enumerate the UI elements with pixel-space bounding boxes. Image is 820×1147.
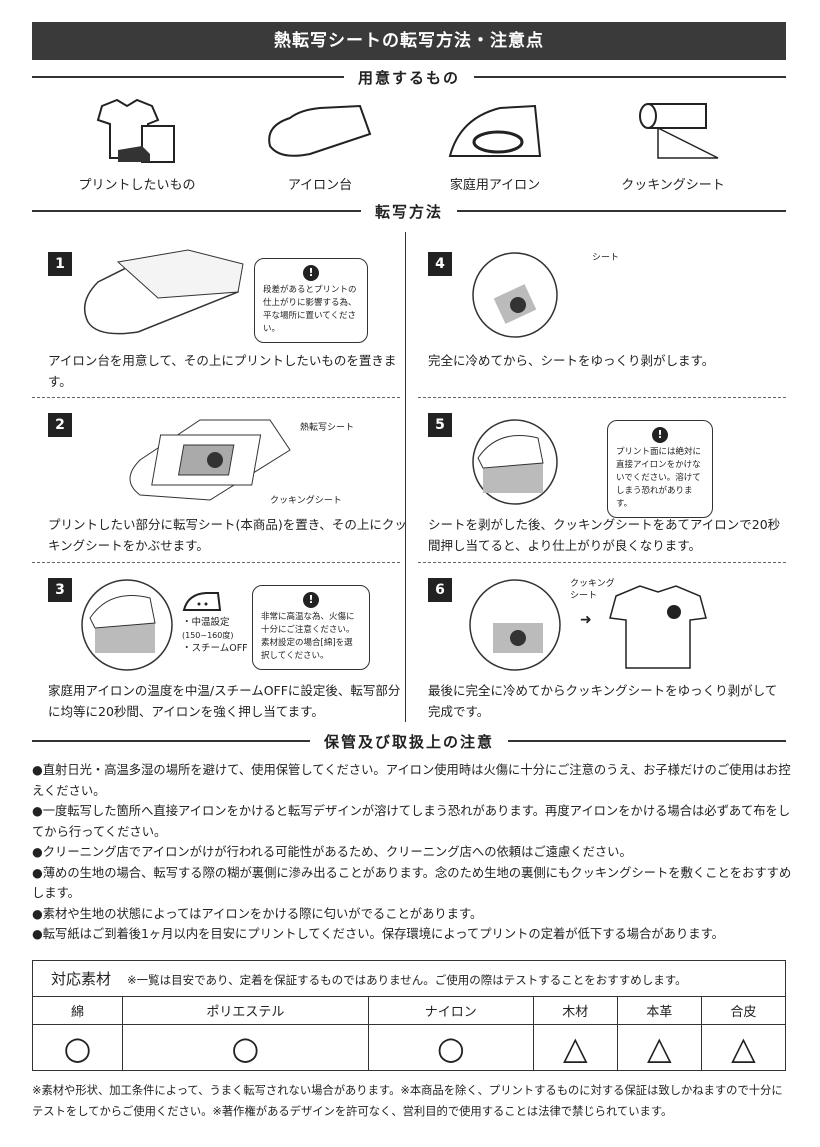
callout-text: 非常に高温な為、火傷に十分にご注意ください。素材設定の場合[綿]を選択してくださ… (261, 612, 355, 661)
label-line: クッキング (570, 579, 615, 589)
item-cooking-sheet: クッキングシート (598, 98, 748, 193)
column-divider (405, 232, 406, 722)
cooking-sheet-label: クッキングシート (570, 578, 615, 602)
divider (418, 562, 786, 563)
material-name: 綿 (32, 996, 123, 1025)
step-caption: プリントしたい部分に転写シート(本商品)を置き、その上にクッキングシートをかぶせ… (48, 517, 407, 553)
material-name: 合皮 (700, 996, 787, 1025)
footnote: ※素材や形状、加工条件によって、うまく転写されない場合があります。※本商品を除く… (32, 1084, 783, 1118)
label-line: シート (570, 591, 598, 601)
item-iron: 家庭用アイロン (420, 98, 570, 193)
item-garment: プリントしたいもの (62, 98, 212, 193)
material-name: ナイロン (367, 996, 534, 1025)
step-number: 4 (428, 252, 452, 276)
section-heading: 用意するもの (358, 68, 461, 87)
note-item: ●薄めの生地の場合、転写する際の糊が裏側に滲み出ることがあります。念のため生地の… (32, 865, 792, 901)
divider (32, 562, 400, 563)
heat-transfer-sheet-label: 熱転写シート (300, 423, 355, 433)
step1-illustration (83, 249, 244, 335)
materials-title: 対応素材 (51, 970, 112, 988)
item-label: アイロン台 (287, 178, 353, 193)
caution-callout: ! プリント面には絶対に直接アイロンをかけないでください。溶けてしまう恐れがありま… (607, 420, 713, 518)
section-heading: 保管及び取扱上の注意 (324, 732, 495, 751)
note-item: ●直射日光・高温多湿の場所を避けて、使用保管してください。アイロン使用時は火傷に… (32, 763, 791, 798)
step-caption: 家庭用アイロンの温度を中温/スチームOFFに設定後、転写部分に均等に20秒間、ア… (48, 683, 401, 719)
material-name: 本革 (616, 996, 702, 1025)
item-label: クッキングシート (621, 178, 725, 193)
step6-illustration (469, 579, 561, 671)
note-item: ●転写紙はご到着後1ヶ月以内を目安にプリントしてください。保存環境によってプリン… (32, 927, 724, 941)
cooking-sheet-label: クッキングシート (270, 496, 342, 506)
step-number: 1 (48, 252, 72, 276)
step5-illustration (472, 419, 558, 505)
setting-range: (150~160度) (182, 631, 234, 640)
step-number: 3 (48, 578, 72, 602)
material-name: 木材 (532, 996, 618, 1025)
compatibility-mark: △ (700, 1024, 787, 1071)
ironing-board-icon (268, 104, 372, 157)
setting-temp: ・中温設定 (182, 617, 230, 628)
divider (32, 397, 400, 398)
caution-callout: ! 非常に高温な為、火傷に十分にご注意ください。素材設定の場合[綿]を選択してくだ… (252, 585, 370, 670)
compatibility-mark: ○ (32, 1024, 123, 1071)
arrow-icon: ➜ (580, 612, 592, 628)
iron-setting: ・中温設定 (150~160度) ・スチームOFF (182, 590, 248, 655)
step-number: 5 (428, 413, 452, 437)
item-label: 家庭用アイロン (449, 178, 541, 193)
iron-temperature-icon (182, 592, 222, 611)
exclamation-icon: ! (303, 265, 319, 281)
material-name: ポリエステル (121, 996, 369, 1025)
note-item: ●クリーニング店でアイロンがけが行われる可能性があるため、クリーニング店への依頼… (32, 845, 632, 859)
section-method: 転写方法 (32, 200, 787, 222)
section-prepare: 用意するもの (32, 66, 787, 88)
iron-icon (448, 104, 542, 157)
materials-note: ※一覧は目安であり、定着を保証するものではありません。ご使用の際はテストすること… (127, 973, 687, 987)
compatibility-mark: △ (616, 1024, 702, 1071)
step3-illustration (81, 579, 173, 671)
divider (418, 397, 786, 398)
compatibility-mark: ○ (121, 1024, 369, 1071)
exclamation-icon: ! (652, 427, 668, 443)
section-caution: 保管及び取扱上の注意 (32, 730, 787, 752)
materials-table: 対応素材 ※一覧は目安であり、定着を保証するものではありません。ご使用の際はテスト… (32, 960, 787, 1071)
step-caption: シートを剥がした後、クッキングシートをあてアイロンで20秒間押し当てると、より仕… (428, 517, 781, 553)
caution-notes: ●直射日光・高温多湿の場所を避けて、使用保管してください。アイロン使用時は火傷に… (32, 760, 792, 945)
setting-steam: ・スチームOFF (182, 643, 248, 654)
section-heading: 転写方法 (375, 202, 444, 221)
step-caption: アイロン台を用意して、その上にプリントしたいものを置きます。 (48, 353, 397, 389)
step-caption: 完全に冷めてから、シートをゆっくり剥がします。 (428, 353, 715, 368)
item-ironing-board: アイロン台 (245, 98, 395, 193)
callout-text: プリント面には絶対に直接アイロンをかけないでください。溶けてしまう恐れがあります… (616, 447, 702, 509)
step-number: 6 (428, 578, 452, 602)
step-caption: 最後に完全に冷めてからクッキングシートをゆっくり剥がして完成です。 (428, 683, 778, 719)
note-item: ●素材や生地の状態によってはアイロンをかける際に匂いがでることがあります。 (32, 906, 483, 921)
step-number: 2 (48, 413, 72, 437)
finished-tshirt-icon (609, 585, 707, 669)
item-label: プリントしたいもの (78, 178, 196, 193)
exclamation-icon: ! (303, 592, 319, 608)
cooking-sheet-roll-icon (639, 103, 719, 159)
note-item: ●一度転写した箇所へ直接アイロンをかけると転写デザインが溶けてしまう恐れがありま… (32, 804, 791, 839)
step4-illustration (472, 252, 558, 338)
compatibility-mark: △ (532, 1024, 618, 1071)
compatibility-mark: ○ (367, 1024, 534, 1071)
sheet-label: シート (592, 253, 620, 263)
tshirt-bag-icon (96, 98, 175, 163)
caution-callout: ! 段差があるとプリントの仕上がりに影響する為、平な場所に置いてください。 (254, 258, 368, 343)
page-title: 熱転写シートの転写方法・注意点 (32, 22, 786, 60)
step2-illustration (129, 419, 291, 501)
callout-text: 段差があるとプリントの仕上がりに影響する為、平な場所に置いてください。 (263, 285, 357, 334)
